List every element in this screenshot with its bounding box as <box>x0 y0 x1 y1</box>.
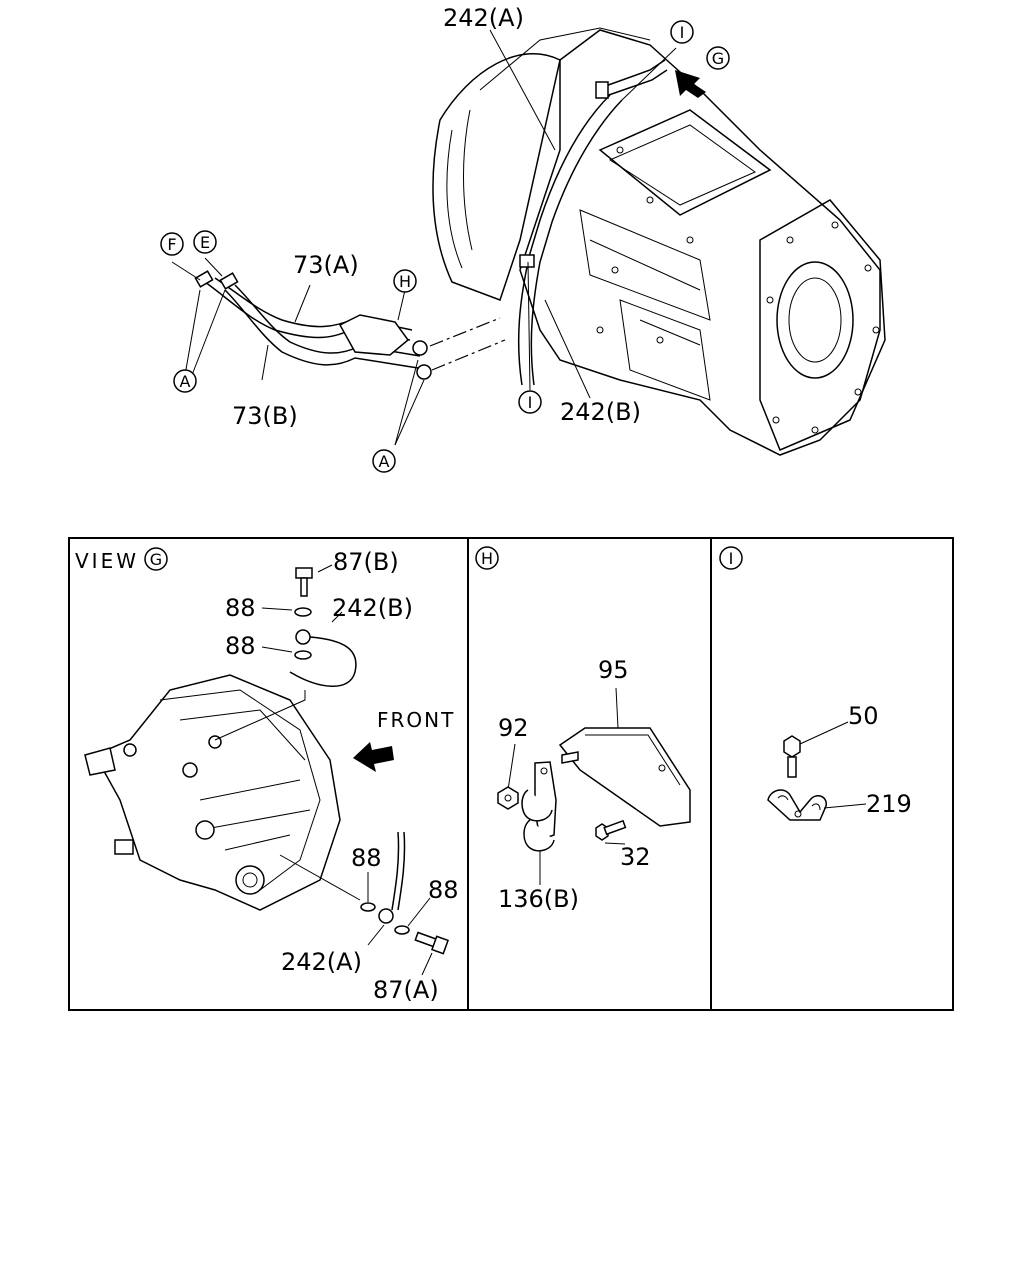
callout-87b: 87(B) <box>333 548 399 576</box>
svg-text:I: I <box>729 549 734 568</box>
circle-h-panel: H <box>475 546 499 570</box>
circle-i-top: I <box>670 20 694 44</box>
callout-92: 92 <box>498 714 529 742</box>
circle-g-top: G <box>706 46 730 70</box>
svg-text:H: H <box>399 272 411 291</box>
svg-text:I: I <box>680 23 685 42</box>
callout-73b: 73(B) <box>232 402 298 430</box>
svg-text:I: I <box>528 393 533 412</box>
front-arrow <box>353 742 394 772</box>
circle-g-panel: G <box>144 547 168 571</box>
svg-text:A: A <box>180 372 191 391</box>
callout-87a: 87(A) <box>373 976 439 1004</box>
detail-panels-frame <box>68 537 954 1011</box>
callout-95: 95 <box>598 656 629 684</box>
circle-e: E <box>193 230 217 254</box>
svg-text:H: H <box>481 549 493 568</box>
callout-242a: 242(A) <box>443 4 524 32</box>
circle-h-top: H <box>393 269 417 293</box>
callout-88-3: 88 <box>351 844 382 872</box>
panel-view-g: VIEW G 87(B) 88 242(B) <box>75 547 459 1004</box>
circle-a-left: A <box>173 369 197 393</box>
view-label: VIEW <box>75 549 139 573</box>
circle-i-panel: I <box>719 546 743 570</box>
callout-88-4: 88 <box>428 876 459 904</box>
hose-73 <box>194 270 506 380</box>
callout-32: 32 <box>620 843 651 871</box>
circle-i-bottom: I <box>518 390 542 414</box>
callout-242a-panel: 242(A) <box>281 948 362 976</box>
top-leaders <box>171 29 706 446</box>
circle-f: F <box>160 232 184 256</box>
callout-88-2: 88 <box>225 632 256 660</box>
svg-text:E: E <box>200 233 210 252</box>
circle-a-bottom: A <box>372 449 396 473</box>
callout-136b: 136(B) <box>498 885 579 913</box>
svg-text:G: G <box>712 49 724 68</box>
svg-text:G: G <box>150 550 162 569</box>
front-label: FRONT <box>377 708 455 732</box>
callout-88-1: 88 <box>225 594 256 622</box>
callout-73a: 73(A) <box>293 251 359 279</box>
panel-i: I 50 219 <box>719 546 912 821</box>
callout-242b-top: 242(B) <box>560 398 641 426</box>
callout-219: 219 <box>866 790 912 818</box>
callout-242b-panel: 242(B) <box>332 594 413 622</box>
transmission-assembly <box>432 27 886 456</box>
svg-text:F: F <box>167 235 176 254</box>
callout-50: 50 <box>848 702 879 730</box>
svg-text:A: A <box>379 452 390 471</box>
panel-h: H 95 92 136(B) 32 <box>475 546 691 913</box>
